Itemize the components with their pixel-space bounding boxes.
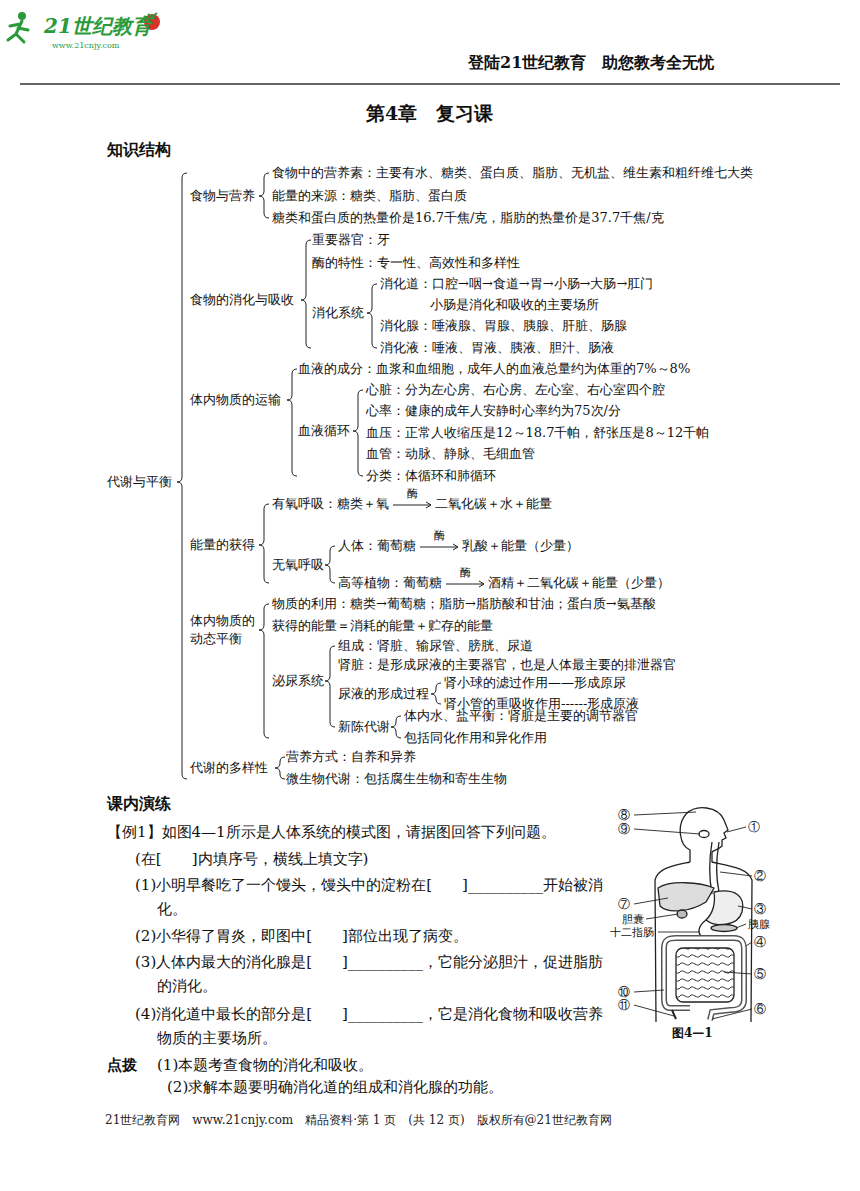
- outline-text: 肾脏：是形成尿液的主要器官，也是人体最主要的排泄器官: [338, 656, 676, 674]
- outline-text: 食物的消化与吸收: [190, 291, 294, 309]
- outline-brace: [177, 173, 187, 779]
- outline-text: 无氧呼吸: [272, 556, 324, 574]
- outline-brace: [301, 240, 311, 348]
- header-text: 登陆21世纪教育 助您教考全无忧: [468, 52, 714, 74]
- outline-text: 能量的获得: [190, 536, 255, 554]
- outline-text: 物质的利用：糖类→葡萄糖；脂肪→脂肪酸和甘油；蛋白质→氨基酸: [272, 595, 656, 613]
- outline-text: 能量的来源：糖类、脂肪、蛋白质: [272, 187, 467, 205]
- outline-text: 泌尿系统: [272, 672, 324, 690]
- figure-label: ⑩: [618, 985, 630, 999]
- outline-text: 新陈代谢: [338, 718, 390, 736]
- outline-brace: [391, 716, 401, 738]
- outline-brace: [367, 284, 377, 348]
- outline-text: 体内物质的动态平衡: [190, 612, 258, 648]
- outline-brace: [287, 369, 297, 476]
- outline-text: 获得的能量＝消耗的能量＋贮存的能量: [272, 617, 493, 635]
- figure-label: 胰腺: [748, 918, 770, 931]
- outline-text: 食物与营养: [190, 187, 255, 205]
- figure-label: ⑪: [618, 998, 630, 1012]
- figure-label: ⑨: [618, 822, 630, 836]
- outline-brace: [325, 546, 335, 583]
- exercise-text: (2)求解本题要明确消化道的组成和消化腺的功能。: [167, 1075, 503, 1099]
- header-rule: [20, 83, 840, 84]
- header-text: 21世纪教育: [44, 12, 152, 40]
- reaction-arrow: [393, 502, 431, 508]
- figure-label: ②: [754, 869, 766, 883]
- outline-text: 乳酸＋能量（少量）: [462, 537, 579, 555]
- footer-text: 21世纪教育网 www.21cnjy.com 精品资料·第 1 页 (共 12 …: [105, 1113, 612, 1127]
- outline-text: 食物中的营养素：主要有水、糖类、蛋白质、脂肪、无机盐、维生素和粗纤维七大类: [272, 164, 753, 182]
- header-text: www.21cnjy.com: [52, 40, 119, 51]
- outline-text: 血液循环: [298, 422, 350, 440]
- exercise-text: (2)小华得了胃炎，即图中[ ]部位出现了病变。: [135, 924, 468, 948]
- outline-text: 重要器官：牙: [312, 231, 390, 249]
- figure-label: 图4—1: [672, 1026, 713, 1040]
- exercise-text: (4)消化道中最长的部分是[ ]__________，它是消化食物和吸收营养物质…: [135, 1002, 605, 1050]
- figure-label: 胆囊: [622, 913, 644, 926]
- figure-label: ⑥: [754, 1002, 766, 1016]
- figure-label: ⑤: [754, 967, 766, 981]
- outline-text: 尿液的形成过程: [338, 685, 429, 703]
- outline-text: 体内物质的运输: [190, 391, 281, 409]
- outline-text: 体内水、盐平衡：肾脏是主要的调节器官: [404, 707, 638, 725]
- page-title: 第4章 复习课: [366, 100, 493, 126]
- outline-text: 代谢与平衡: [107, 473, 172, 491]
- exercise-text: (1)小明早餐吃了一个馒头，馒头中的淀粉在[ ]__________开始被消化。: [135, 873, 605, 921]
- outline-text: 心脏：分为左心房、右心房、左心室、右心室四个腔: [366, 381, 665, 399]
- figure-label: ③: [754, 902, 766, 916]
- outline-text: 酶: [434, 529, 445, 542]
- figure-label: 十二指肠: [610, 926, 654, 939]
- exercise-text: (3)人体内最大的消化腺是[ ]__________，它能分泌胆汁，促进脂肪的消…: [135, 950, 605, 998]
- outline-brace: [353, 390, 363, 476]
- outline-text: 微生物代谢：包括腐生生物和寄生生物: [286, 770, 507, 788]
- figure-label: ⑧: [618, 808, 630, 822]
- outline-brace: [259, 604, 269, 738]
- outline-brace: [275, 757, 285, 779]
- figure-label: ④: [754, 935, 766, 949]
- outline-text: 知识结构: [107, 139, 171, 161]
- figure-label: ①: [748, 820, 760, 834]
- outline-text: 酶: [460, 566, 471, 579]
- outline-text: 高等植物：葡萄糖: [338, 574, 442, 592]
- outline-text: 心率：健康的成年人安静时心率约为75次/分: [366, 402, 621, 420]
- outline-text: 糖类和蛋白质的热量价是16.7千焦/克，脂肪的热量价是37.7千焦/克: [272, 209, 664, 227]
- outline-text: 组成：肾脏、输尿管、膀胱、尿道: [338, 637, 533, 655]
- reaction-arrow: [420, 544, 458, 550]
- outline-text: 包括同化作用和异化作用: [404, 729, 547, 747]
- exercise-text: 【例1】如图4—1所示是人体系统的模式图，请据图回答下列问题。: [107, 820, 556, 844]
- outline-brace: [325, 646, 335, 727]
- exercise-text: (1)本题考查食物的消化和吸收。: [157, 1053, 373, 1077]
- outline-text: 酶: [407, 487, 418, 500]
- leader-lines: [634, 812, 752, 1019]
- outline-text: 代谢的多样性: [190, 759, 268, 777]
- outline-text: 血管：动脉、静脉、毛细血管: [366, 445, 535, 463]
- logo-figure: [8, 12, 160, 42]
- reaction-arrow: [446, 581, 484, 587]
- outline-text: 营养方式：自养和异养: [286, 748, 416, 766]
- outline-brace: [259, 173, 269, 218]
- exercise-text: (在[ ]内填序号，横线上填文字): [135, 847, 368, 871]
- outline-text: 消化腺：唾液腺、胃腺、胰腺、肝脏、肠腺: [380, 317, 627, 335]
- outline-text: 有氧呼吸：糖类＋氧: [272, 495, 389, 513]
- outline-text: 酒精＋二氧化碳＋能量（少量）: [488, 574, 670, 592]
- exercise-text: 课内演练: [107, 793, 171, 815]
- outline-brace: [431, 683, 441, 704]
- outline-brace: [259, 504, 269, 583]
- outline-text: 消化道：口腔→咽→食道→胃→小肠→大肠→肛门: [380, 275, 653, 293]
- outline-text: 小肠是消化和吸收的主要场所: [430, 296, 599, 314]
- figure-label: ⑦: [618, 897, 630, 911]
- outline-text: 酶的特性：专一性、高效性和多样性: [312, 254, 520, 272]
- outline-text: 血压：正常人收缩压是12～18.7千帕，舒张压是8～12千帕: [366, 424, 709, 442]
- outline-text: 二氧化碳＋水＋能量: [435, 495, 552, 513]
- exercise-text: 点拨: [107, 1053, 137, 1077]
- outline-text: 肾小球的滤过作用——形成原尿: [444, 674, 626, 692]
- outline-text: 消化液：唾液、胃液、胰液、胆汁、肠液: [380, 339, 614, 357]
- outline-text: 人体：葡萄糖: [338, 537, 416, 555]
- outline-text: 血液的成分：血浆和血细胞，成年人的血液总量约为体重的7%～8%: [298, 360, 690, 378]
- outline-text: 消化系统: [312, 304, 364, 322]
- outline-text: 分类：体循环和肺循环: [366, 467, 496, 485]
